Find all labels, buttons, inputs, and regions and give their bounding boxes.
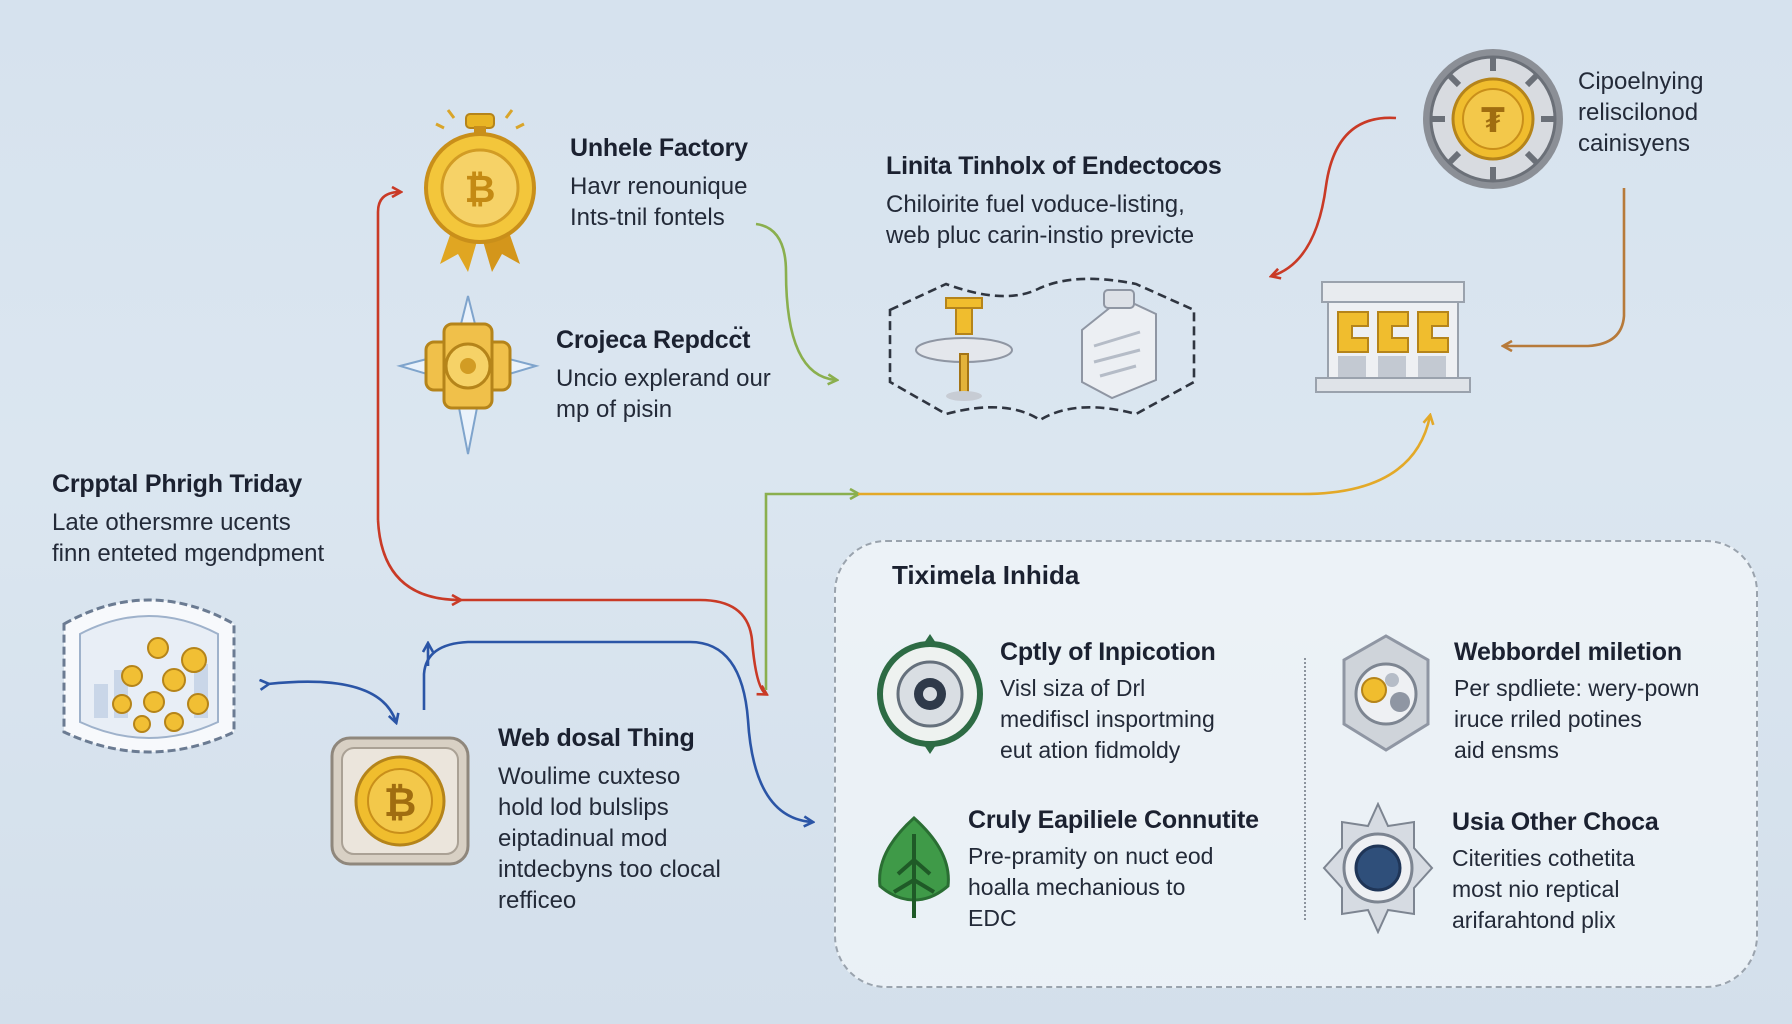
svg-text:₿: ₿ [465,167,496,211]
panel-item-line: most nio reptical [1452,876,1620,902]
node-line: Uncio explerand our [556,365,771,392]
node-line: eiptadinual mod [498,825,668,852]
arrow-left-to-middle [376,519,460,600]
node-line: mp of pisin [556,396,673,423]
node-line: intdecbyns too clocal [498,856,721,883]
gear-coin-icon: ₮ [1423,49,1563,189]
coin-chart-board-icon [62,598,236,754]
panel-item-line: arifarahtond plix [1452,907,1616,933]
panel-item: Cruly Eapiliele Connutite Pre-pramity on… [968,806,1259,934]
arrow-panel-to-bank-green [764,494,858,690]
node-title: Crojeca Repdcc̈t [556,326,751,354]
svg-text:₿: ₿ [384,780,417,826]
node-line: web pluc carin-instio previcte [886,222,1195,249]
panel-item-line: hoalla mechanious to [968,874,1186,900]
feature-panel: Tiximela Inhida Cptly of Inpicotion Visl… [834,540,1758,988]
node-line: Cipoelnying [1578,68,1704,95]
node-cipoelnying: Cipoelnying reliscilonod cainisyens [1578,66,1703,159]
panel-item-line: aid ensms [1454,737,1559,763]
arrow-board-to-tile [268,682,396,722]
svg-text:₮: ₮ [1481,101,1505,141]
panel-item-line: eut ation fidmoldy [1000,737,1181,763]
panel-item-line: Visl siza of Drl [1000,675,1146,701]
node-linita-tinholx: Linita Tinholx of Endectoc̷os Chiloirite… [886,152,1222,251]
arrow-middle-to-panel [460,598,766,694]
node-unhele-factory: Unhele Factory Havr renounique Ints-tnil… [570,134,748,233]
arrow-to-unhele-factory [376,192,400,520]
node-line: Havr renounique [570,173,748,200]
target-gear-icon [877,634,983,754]
machinery-icon [888,277,1196,422]
panel-item-line: Per spdliete: wery-pown [1454,675,1700,701]
node-line: Chiloirite fuel voduce-listing, [886,191,1185,218]
node-web-dosal-thing: Web dosal Thing Woulime cuxteso hold lod… [498,724,721,916]
panel-item-title: Usia Other Choca [1452,808,1659,836]
node-line: Ints-tnil fontels [570,204,725,231]
node-line: Woulime cuxteso [498,763,681,790]
medal-coin-icon: ₿ [424,109,536,272]
panel-item-line: Citerities cothetita [1452,845,1635,871]
node-line: Late othersmre ucents [52,509,291,536]
node-title: Unhele Factory [570,134,748,162]
node-title: Web dosal Thing [498,724,695,752]
node-line: refficeo [498,887,577,914]
panel-item-title: Cruly Eapiliele Connutite [968,806,1259,834]
panel-item: Webbordel miletion Per spdliete: wery-po… [1454,638,1699,766]
bitcoin-tile-icon: ₿ [330,736,470,866]
node-title: Crpptal Phrigh Triday [52,470,302,498]
tree-icon [878,816,950,918]
node-line: hold lod bulslips [498,794,669,821]
panel-item-line: iruce rriled potines [1454,706,1642,732]
node-crpptal-phrigh: Crpptal Phrigh Triday Late othersmre uce… [52,470,324,569]
node-line: cainisyens [1578,130,1691,157]
lens-gear-icon [1322,802,1434,934]
panel-item: Cptly of Inpicotion Visl siza of Drl med… [1000,638,1216,766]
panel-item-title: Cptly of Inpicotion [1000,638,1216,666]
compass-coin-icon [396,295,540,455]
arrow-factory-to-machinery [755,222,836,380]
panel-title: Tiximela Inhida [892,560,1080,590]
node-crojeca-repdcct: Crojeca Repdcc̈t Uncio explerand our mp … [556,326,771,425]
panel-item-line: medifiscl insportming [1000,706,1215,732]
bank-building-icon [1315,281,1471,393]
node-line: reliscilonod [1578,99,1699,126]
arrow-tile-to-panel [422,640,812,822]
panel-item-line: Pre-pramity on nuct eod [968,843,1214,869]
gear-cluster-icon [1342,634,1430,752]
node-line: finn enteted mgendpment [52,540,325,567]
panel-item-line: EDC [968,905,1017,931]
arrow-gear-to-bank [1504,188,1626,346]
panel-item: Usia Other Choca Citerities cothetita mo… [1452,808,1659,936]
arrow-gear-to-machinery [1272,116,1397,276]
panel-item-title: Webbordel miletion [1454,638,1682,666]
arrow-panel-to-bank-yellow [858,416,1430,496]
node-title: Linita Tinholx of Endectoc̷os [886,152,1222,180]
panel-divider [1304,658,1306,920]
